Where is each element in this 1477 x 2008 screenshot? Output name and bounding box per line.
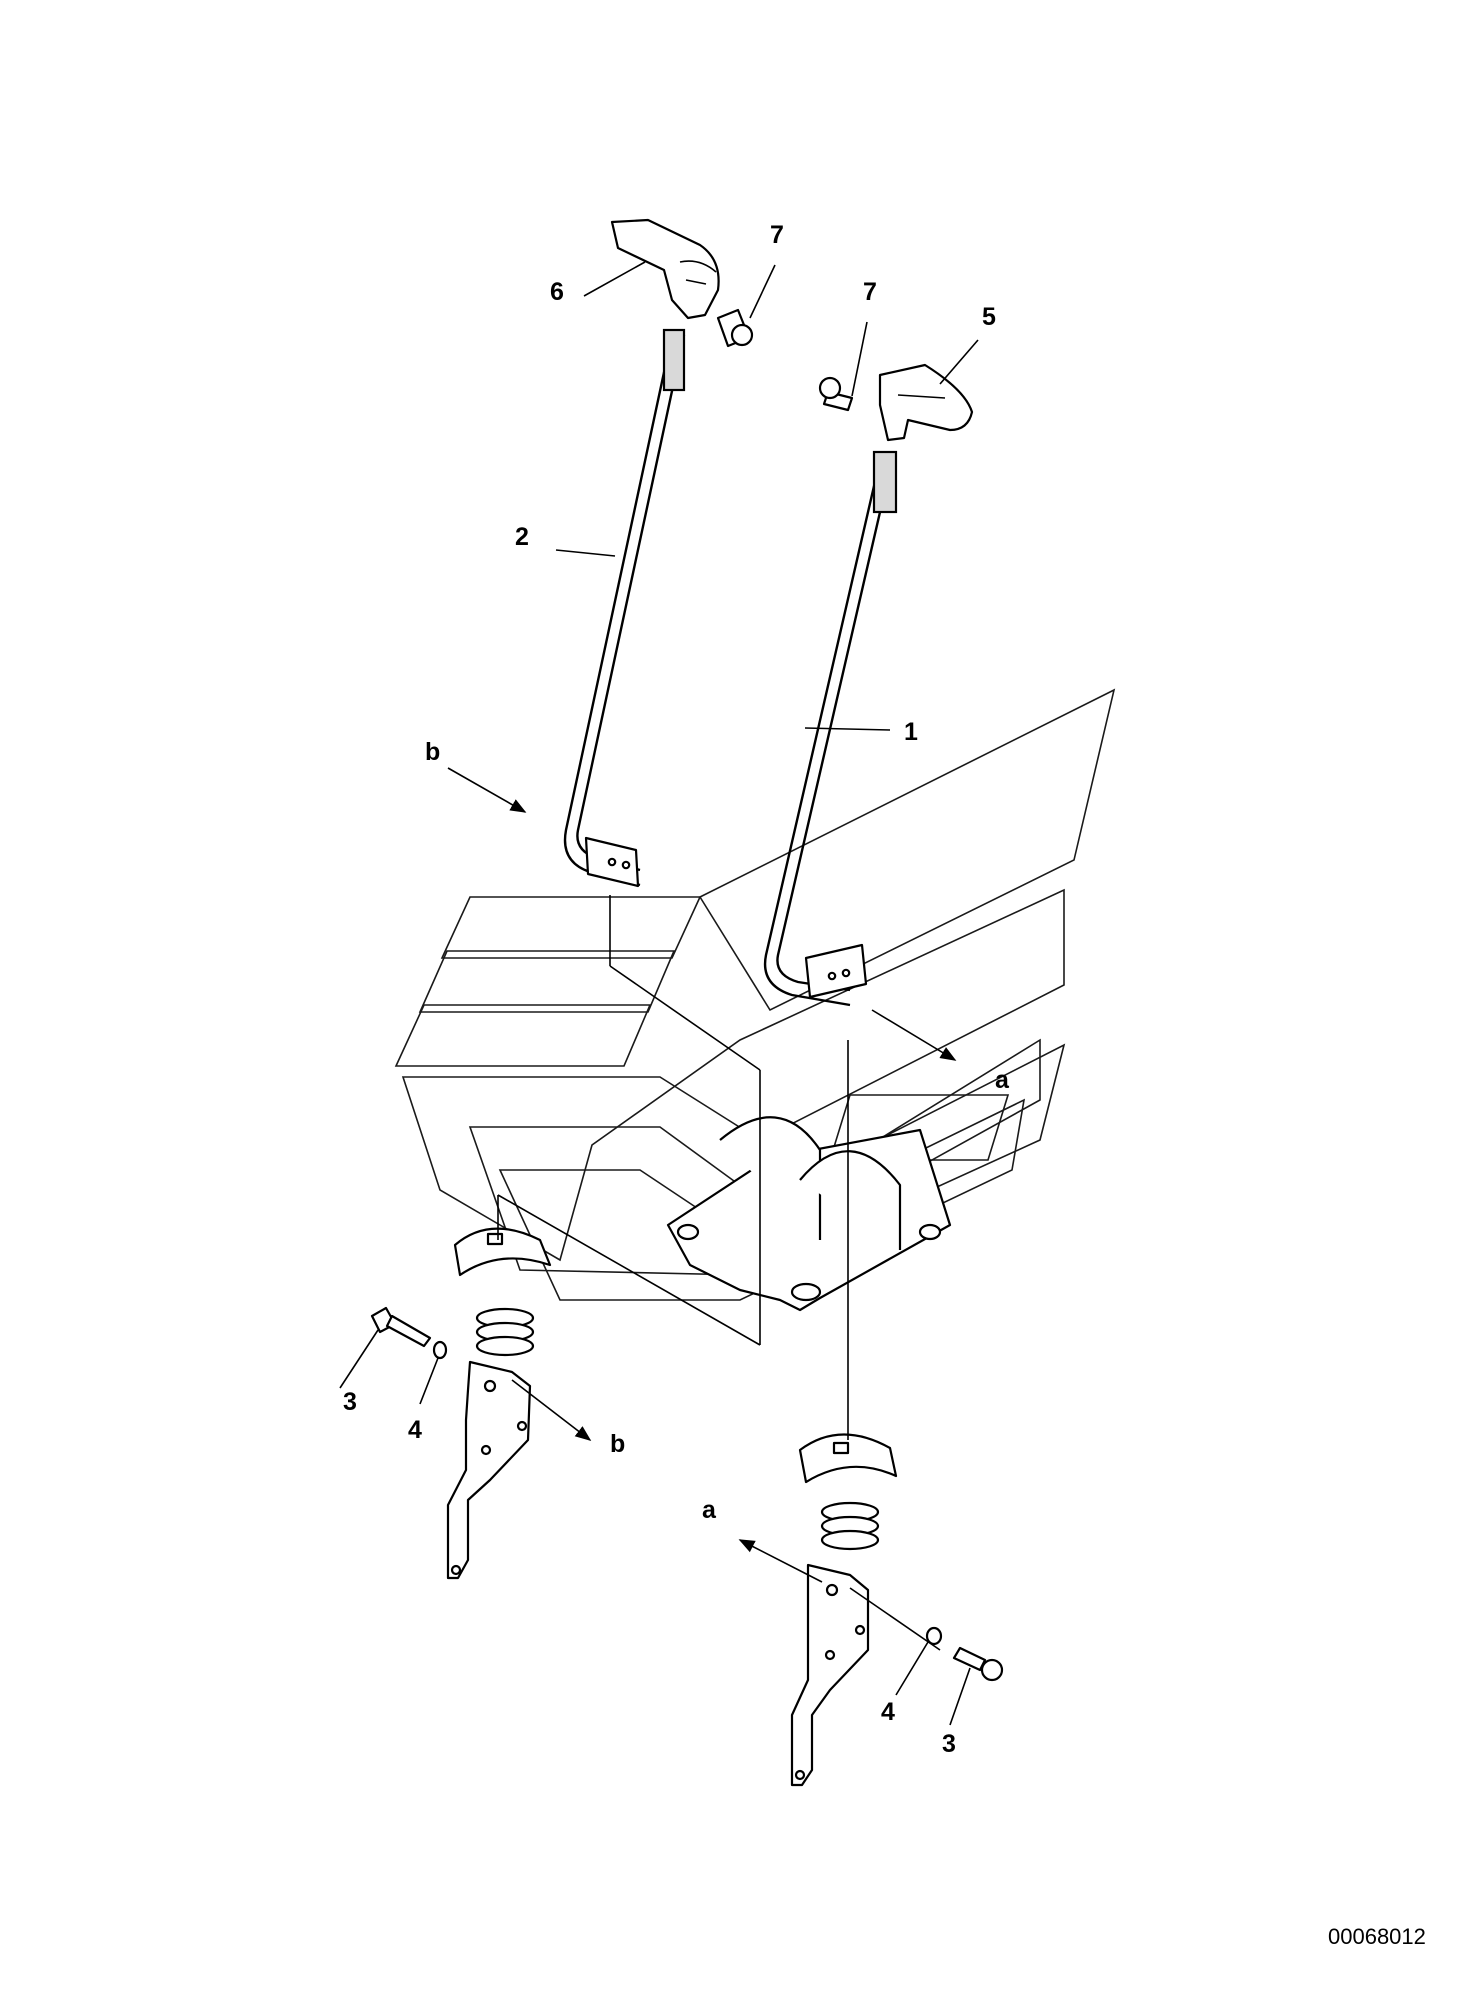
drawing-code: 00068012 xyxy=(1328,1924,1426,1949)
view-mark-b-upper: b xyxy=(425,738,440,766)
callout-5: 5 xyxy=(982,303,996,331)
assembly-lines xyxy=(447,767,957,1651)
linkage-left xyxy=(446,1360,532,1580)
view-marks: b a b a xyxy=(425,738,1010,1524)
view-mark-a-lower: a xyxy=(702,1496,717,1524)
washer-4-right xyxy=(925,1626,943,1646)
callout-3-right: 3 xyxy=(942,1730,956,1758)
watermark-logo xyxy=(394,688,1116,1301)
screw-7-left xyxy=(716,308,754,348)
callouts: 6 7 7 5 2 1 3 4 4 3 xyxy=(343,221,996,1758)
linkage-right xyxy=(790,1563,870,1787)
callout-2: 2 xyxy=(515,523,529,551)
callout-3-left: 3 xyxy=(343,1388,357,1416)
knob-6 xyxy=(610,218,720,320)
leader-lines xyxy=(339,261,979,1726)
callout-7-right: 7 xyxy=(863,278,877,306)
cushion-left xyxy=(453,1227,552,1277)
bolt-3-left xyxy=(370,1306,432,1348)
view-mark-b-lower: b xyxy=(610,1430,625,1458)
callout-4-left: 4 xyxy=(408,1416,422,1444)
bracket-housing xyxy=(666,1116,952,1312)
callout-1: 1 xyxy=(904,718,918,746)
knob-5 xyxy=(878,363,974,442)
callout-6: 6 xyxy=(550,278,564,306)
lever-rod-2 xyxy=(563,328,686,888)
washer-4-left xyxy=(432,1340,448,1360)
callout-7-left: 7 xyxy=(770,221,784,249)
view-mark-a-upper: a xyxy=(995,1066,1010,1094)
spring-right xyxy=(820,1501,880,1551)
lever-rod-1 xyxy=(763,450,898,1007)
spring-left xyxy=(475,1307,535,1357)
screw-7-right xyxy=(818,376,854,412)
callout-4-right: 4 xyxy=(881,1698,895,1726)
bolt-3-right xyxy=(952,1646,1004,1682)
cushion-right xyxy=(798,1433,898,1484)
